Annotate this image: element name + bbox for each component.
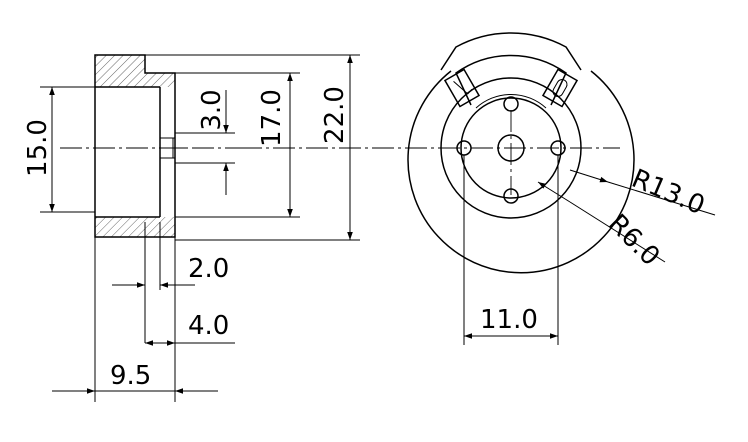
terminal-band: [440, 32, 582, 71]
dim-17: 17.0: [175, 72, 300, 218]
dim-11: 11.0: [463, 155, 559, 345]
dim-17-label: 17.0: [257, 89, 287, 147]
dim-4: 4.0: [145, 311, 235, 346]
inner-circle: [460, 97, 562, 199]
dim-2-label: 2.0: [188, 254, 229, 284]
dim-2: 2.0: [112, 254, 229, 288]
dim-15: 15.0: [23, 86, 95, 213]
dim-22-label: 22.0: [320, 86, 350, 144]
dim-3: 3.0: [175, 89, 235, 195]
dim-9-5: 9.5: [52, 361, 218, 394]
dim-22: 22.0: [145, 54, 360, 241]
front-view: 11.0 R13.0 R6.0: [407, 32, 716, 345]
inner-ring: [440, 77, 582, 219]
hole-top: [503, 96, 519, 112]
dim-9-5-label: 9.5: [110, 361, 151, 391]
dim-11-label: 11.0: [480, 305, 538, 335]
terminal-left: [443, 68, 481, 108]
terminal-right: [541, 68, 579, 108]
dim-15-label: 15.0: [23, 119, 53, 177]
dim-r13-label: R13.0: [627, 164, 709, 221]
outer-ring: [407, 70, 635, 274]
dim-3-label: 3.0: [197, 89, 227, 130]
dim-r6-label: R6.0: [602, 209, 665, 272]
section-hatching: [95, 55, 175, 237]
side-view: 15.0 3.0 17.0 22.0: [23, 54, 360, 402]
dim-4-label: 4.0: [188, 311, 229, 341]
dim-r13: R13.0: [569, 164, 716, 221]
